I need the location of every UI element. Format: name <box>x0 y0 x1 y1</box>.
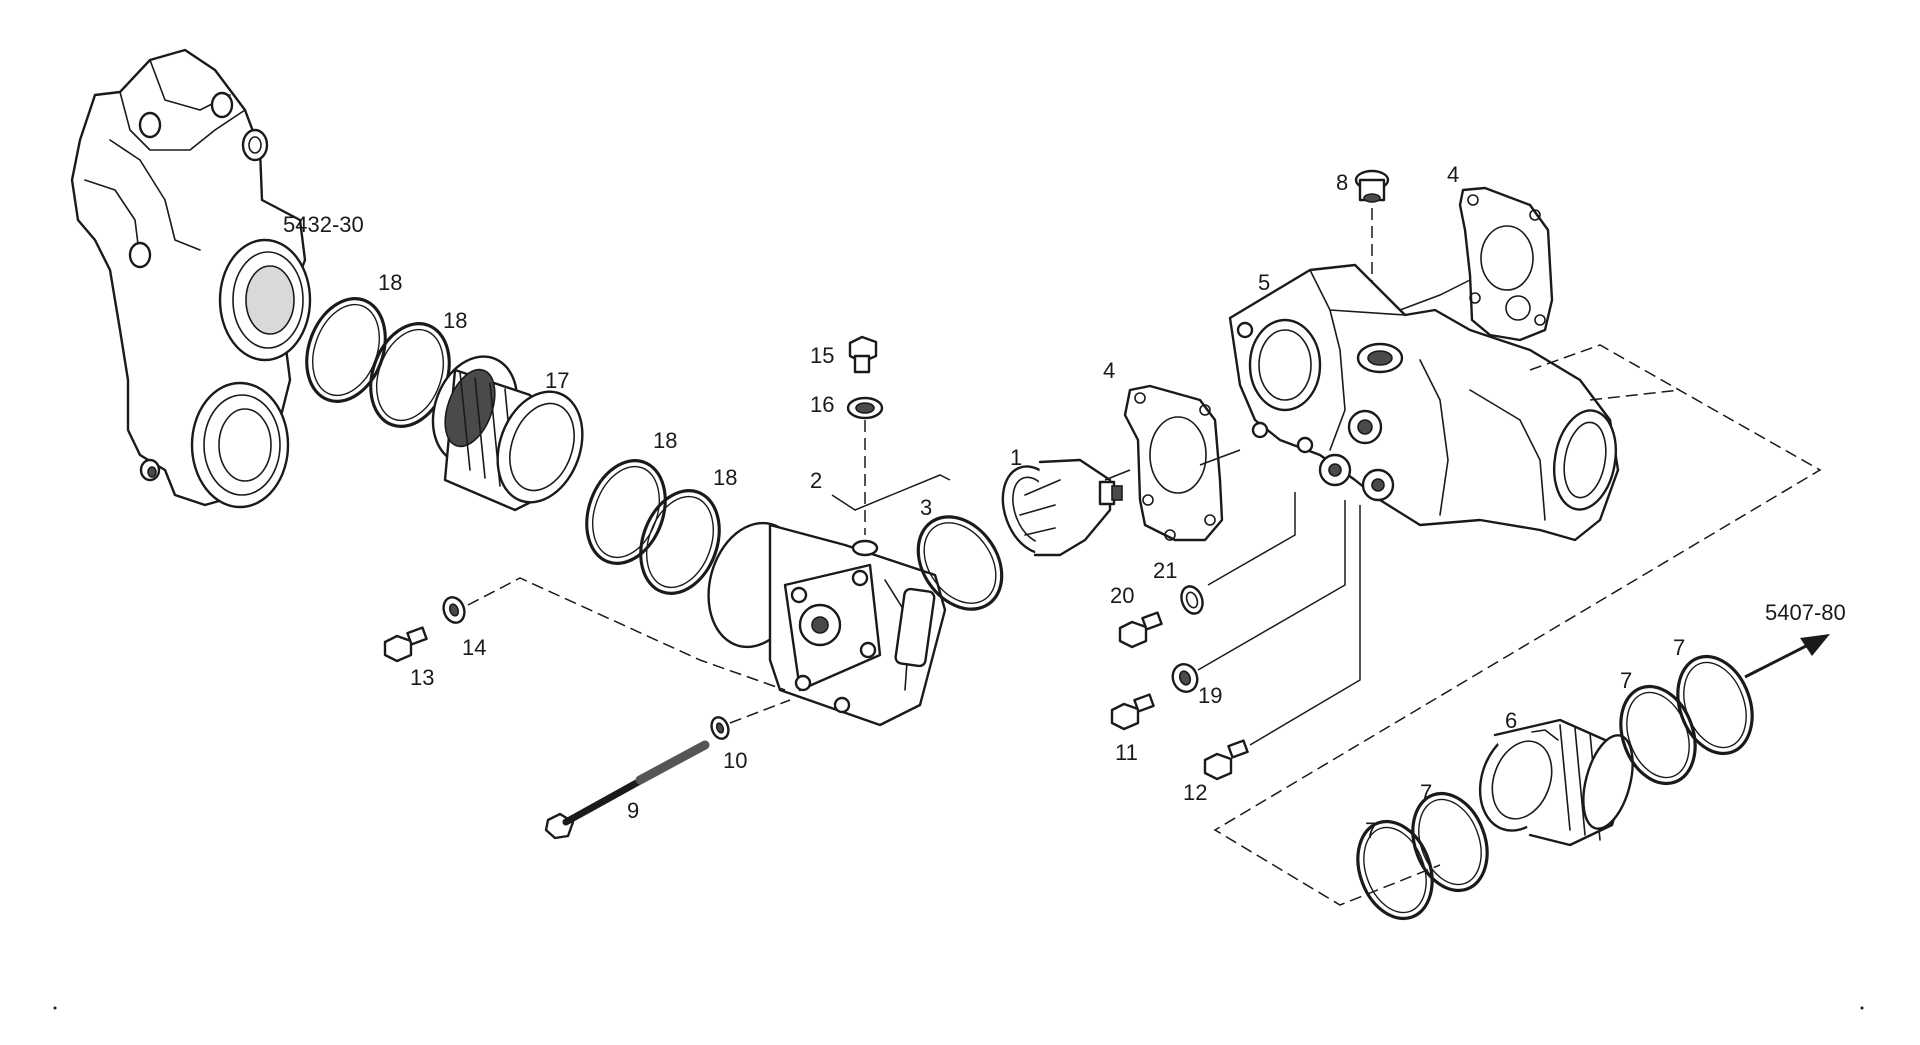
gasket-4-b <box>1458 186 1554 342</box>
bolt-9 <box>544 740 710 840</box>
o-ring-3 <box>916 515 1004 611</box>
callout-2: 2 <box>810 468 822 493</box>
callout-9: 9 <box>627 798 639 823</box>
leader-12 <box>1249 505 1361 746</box>
callout-6: 6 <box>1505 708 1517 733</box>
callout-1: 1 <box>1010 445 1022 470</box>
o-ring-7-b <box>1411 791 1489 893</box>
callout-18-c: 18 <box>653 428 677 453</box>
callout-21: 21 <box>1153 558 1177 583</box>
thermostat-1 <box>1001 458 1123 557</box>
reference-5432-30: 5432-30 <box>283 212 364 237</box>
callout-19: 19 <box>1198 683 1222 708</box>
leader-1 <box>1104 469 1131 481</box>
callout-8: 8 <box>1336 170 1348 195</box>
arrow-to-5407-80 <box>1744 634 1830 679</box>
callout-7-b: 7 <box>1420 780 1432 805</box>
thermostat-cover-5 <box>1228 263 1620 542</box>
callout-18-a: 18 <box>378 270 402 295</box>
o-ring-18-c <box>585 459 667 565</box>
callout-18-b: 18 <box>443 308 467 333</box>
washer-10 <box>710 716 730 740</box>
callout-7-a: 7 <box>1365 818 1377 843</box>
leader-frame-6 <box>1213 344 1822 906</box>
o-ring-7-a <box>1356 819 1434 921</box>
bolt-15 <box>848 335 878 374</box>
callout-13: 13 <box>410 665 434 690</box>
callout-7-c: 7 <box>1620 668 1632 693</box>
o-ring-18-d <box>639 489 721 595</box>
callout-12: 12 <box>1183 780 1207 805</box>
callout-7-d: 7 <box>1673 635 1685 660</box>
thermostat-housing-2 <box>707 521 947 727</box>
callout-3: 3 <box>920 495 932 520</box>
leader-19 <box>1197 500 1346 671</box>
washer-16 <box>846 396 884 420</box>
callout-18-d: 18 <box>713 465 737 490</box>
callout-4-upper: 4 <box>1447 162 1459 187</box>
leader-21 <box>1207 492 1296 586</box>
coolant-housing-5432-30 <box>70 48 312 509</box>
callout-17: 17 <box>545 368 569 393</box>
washer-14 <box>442 596 466 624</box>
leader-4b <box>1399 279 1471 311</box>
leader-14 <box>467 577 786 691</box>
reference-5407-80: 5407-80 <box>1765 600 1846 625</box>
callout-10: 10 <box>723 748 747 773</box>
bolt-8 <box>1354 169 1390 203</box>
connector-6 <box>1478 718 1634 847</box>
bolt-13 <box>383 626 428 663</box>
o-ring-7-d <box>1676 654 1754 756</box>
corner-mark-left <box>53 1006 57 1010</box>
callout-16: 16 <box>810 392 834 417</box>
sleeve-17 <box>431 355 584 512</box>
callout-5: 5 <box>1258 270 1270 295</box>
callout-11: 11 <box>1115 740 1138 765</box>
bolt-12 <box>1203 739 1249 781</box>
corner-mark-right <box>1860 1006 1864 1010</box>
callout-4-center: 4 <box>1103 358 1115 383</box>
leader-frame-6b <box>1589 389 1681 401</box>
callout-14: 14 <box>462 635 486 660</box>
callout-20: 20 <box>1110 583 1134 608</box>
leader-10 <box>729 699 791 724</box>
callout-15: 15 <box>810 343 834 368</box>
leader-4a <box>1199 449 1241 466</box>
leader-2 <box>831 474 951 511</box>
washer-21 <box>1180 585 1204 615</box>
bolt-20 <box>1118 611 1163 649</box>
washer-19 <box>1171 663 1199 693</box>
bolt-11 <box>1110 693 1155 731</box>
gasket-4-a <box>1123 384 1224 542</box>
